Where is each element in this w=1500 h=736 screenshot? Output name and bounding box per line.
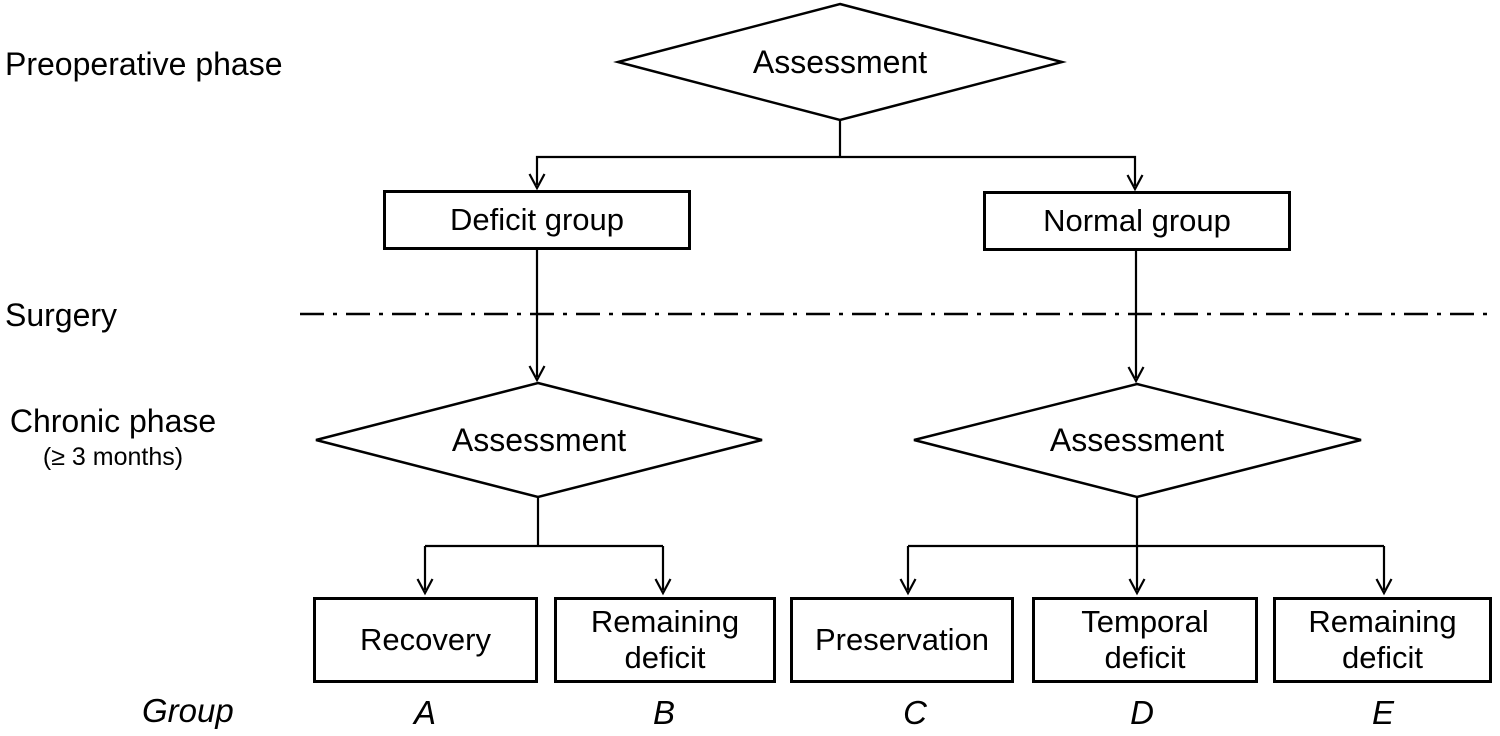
phase-label-preoperative: Preoperative phase xyxy=(5,46,283,82)
preservation-box: Preservation xyxy=(790,597,1014,683)
phase-label-chronic-block: Chronic phase (≥ 3 months) xyxy=(4,403,222,472)
phase-label-chronic-note: (≥ 3 months) xyxy=(42,443,184,471)
group-row-label: Group xyxy=(142,692,234,729)
phase-label-surgery: Surgery xyxy=(5,297,118,333)
remaining-deficit-b-box: Remaining deficit xyxy=(554,597,776,683)
connector-right-branch xyxy=(906,497,1386,590)
arrowhead-recovery xyxy=(416,578,434,596)
arrowhead-assessment-right xyxy=(1127,366,1145,384)
arrowhead-remaining-deficit-b xyxy=(654,578,672,596)
group-letter-c: C xyxy=(903,694,927,731)
connector-left-branch xyxy=(423,497,665,590)
arrowhead-normal-group xyxy=(1126,174,1144,192)
remaining-deficit-e-box: Remaining deficit xyxy=(1273,597,1492,683)
group-letter-d: D xyxy=(1130,694,1154,731)
group-letter-b: B xyxy=(652,694,675,731)
arrowhead-remaining-deficit-e xyxy=(1375,578,1393,596)
group-letter-a: A xyxy=(413,694,436,731)
arrowhead-temporal-deficit xyxy=(1128,578,1146,596)
assessment-top-label: Assessment xyxy=(752,43,928,80)
group-letter-e: E xyxy=(1371,694,1394,731)
normal-group-box: Normal group xyxy=(983,191,1291,251)
assessment-right-label: Assessment xyxy=(1049,421,1225,458)
arrowhead-preservation xyxy=(899,578,917,596)
assessment-left-label: Assessment xyxy=(451,421,627,458)
recovery-box: Recovery xyxy=(313,597,538,683)
deficit-group-box: Deficit group xyxy=(383,190,691,250)
phase-label-chronic: Chronic phase xyxy=(9,403,217,439)
arrowhead-deficit-group xyxy=(528,173,546,191)
arrowhead-assessment-left xyxy=(528,365,546,383)
connector-top-branch xyxy=(535,120,1137,186)
temporal-deficit-box: Temporal deficit xyxy=(1032,597,1258,683)
